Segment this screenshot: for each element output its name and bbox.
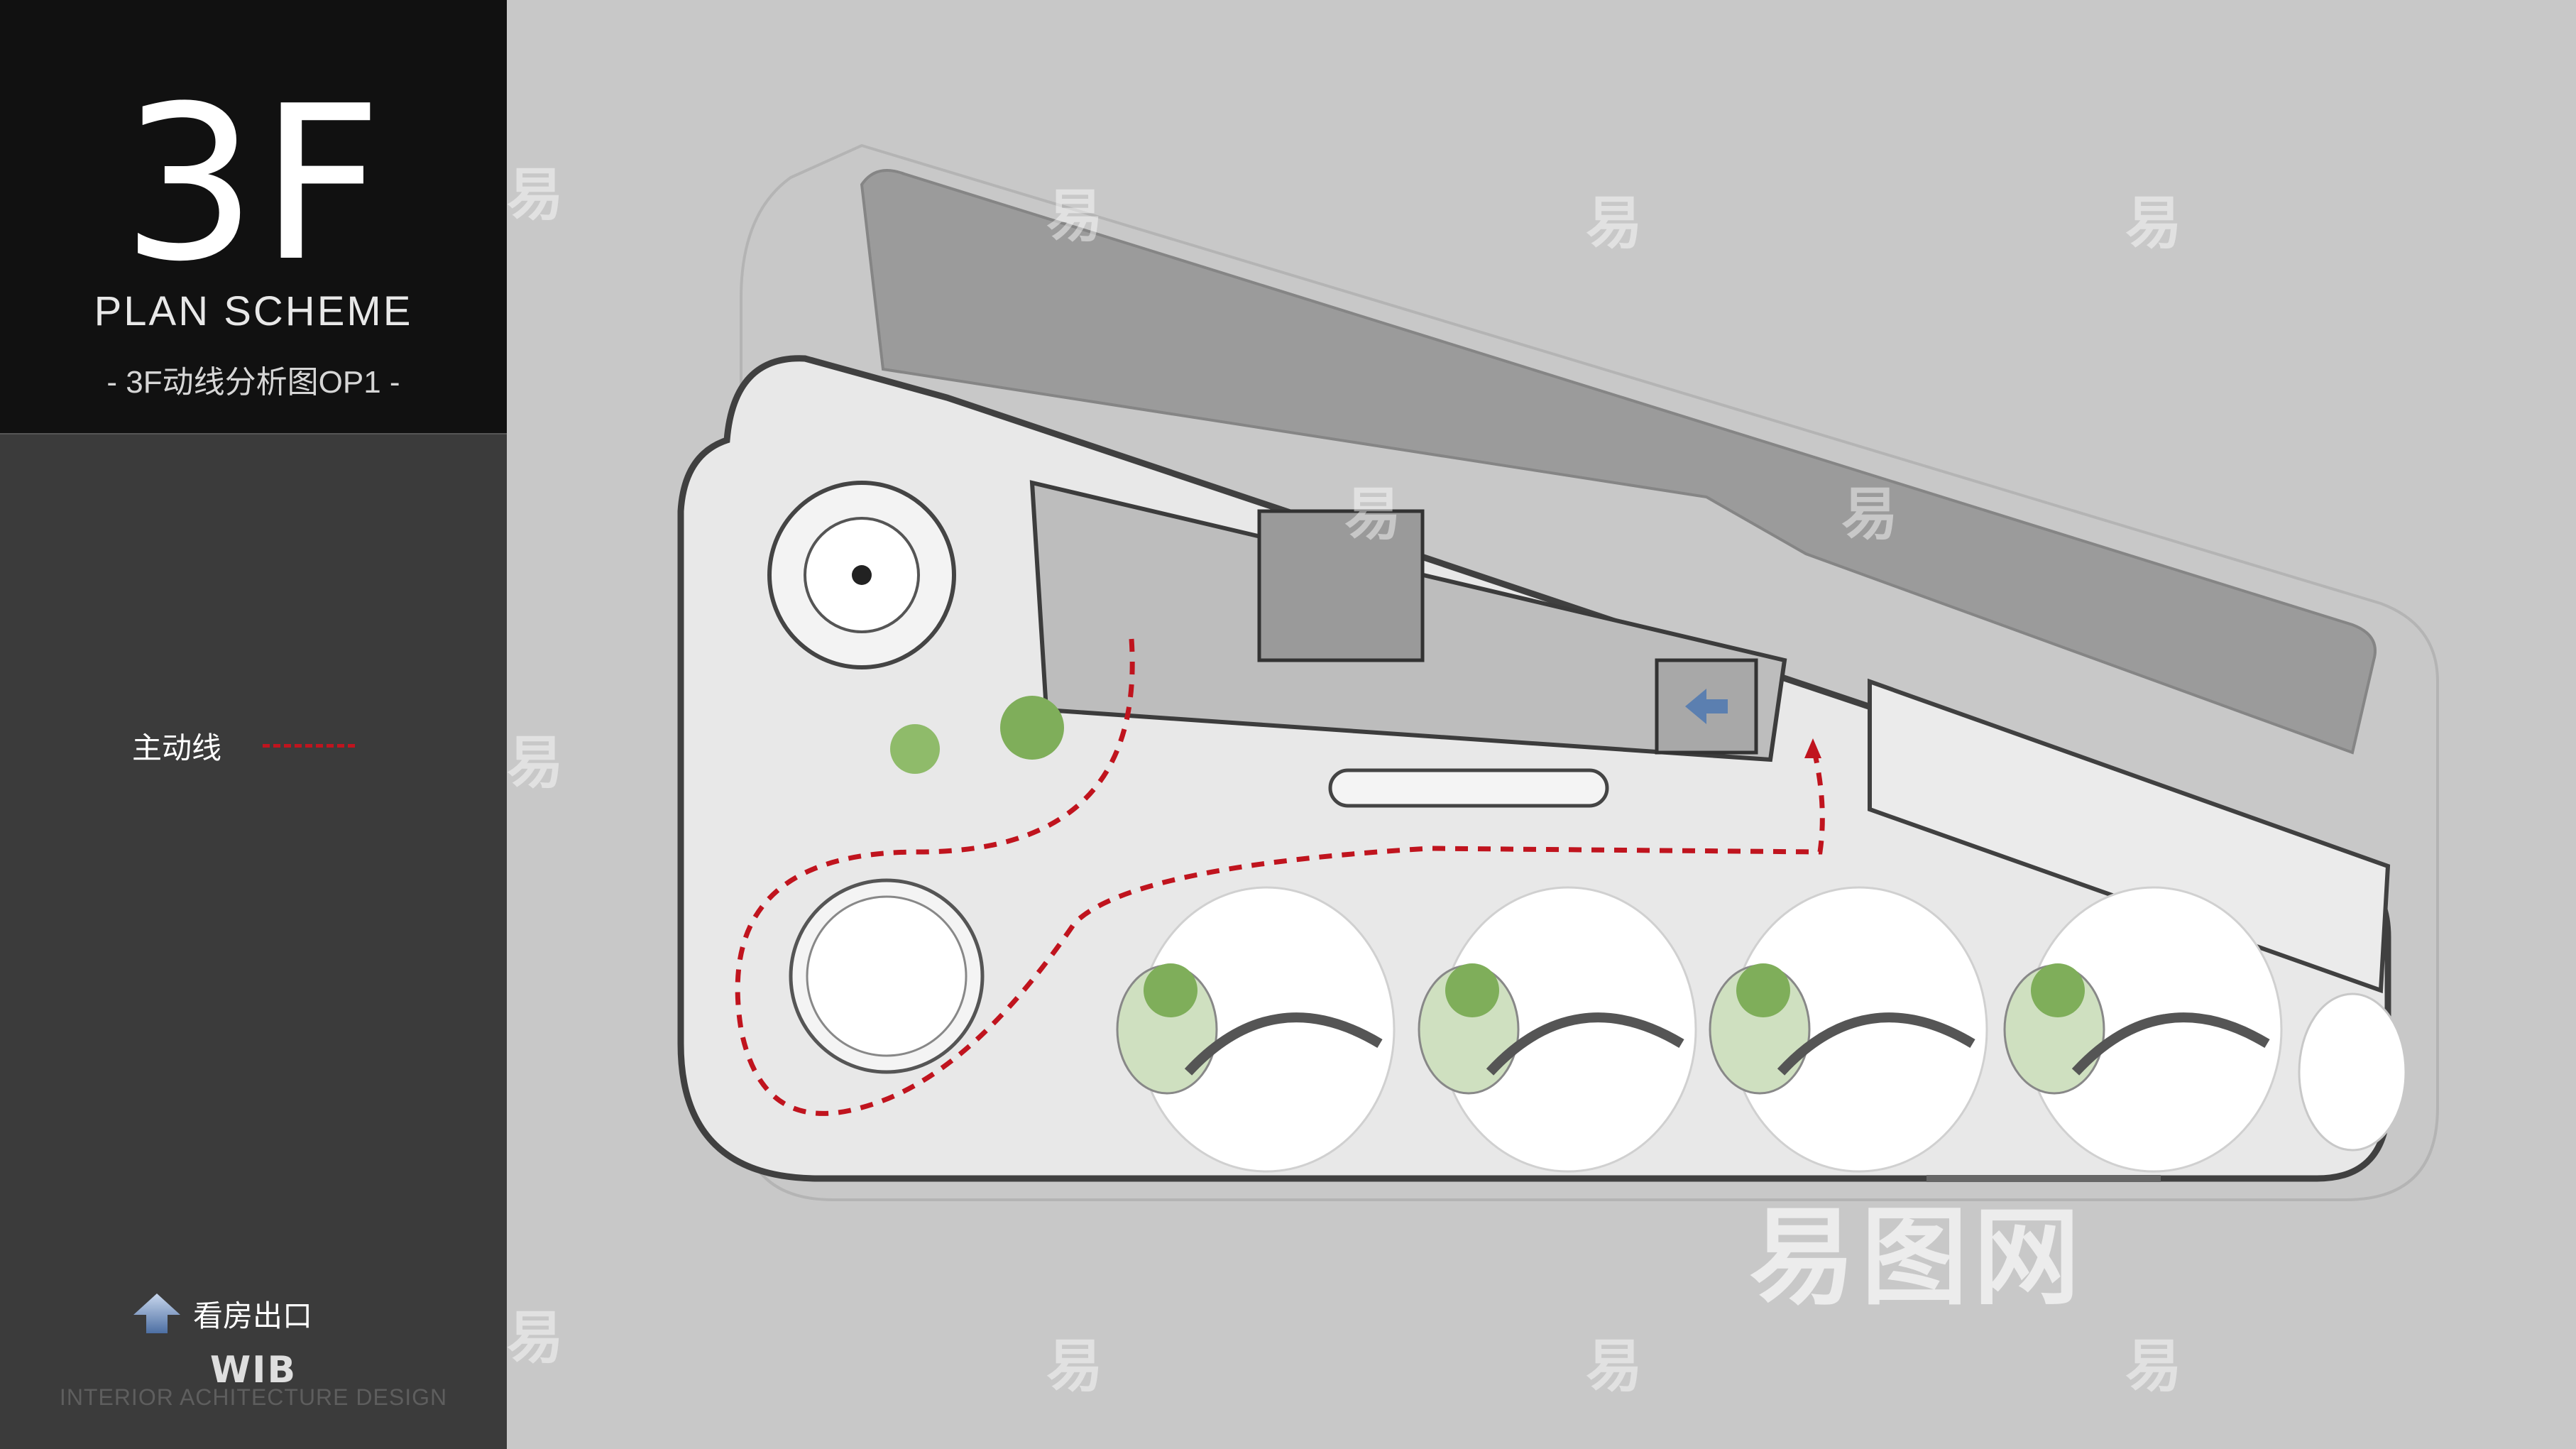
watermark-char: 易 xyxy=(507,731,564,794)
watermark-char: 易 xyxy=(1344,483,1401,546)
watermark-char: 易 xyxy=(1046,185,1103,248)
watermark-char: 易 xyxy=(1586,192,1643,255)
watermark-char: 易 xyxy=(1841,483,1898,546)
negotiation-pods xyxy=(1116,886,2283,1173)
watermark-char: 易 xyxy=(1046,1335,1103,1398)
floor-title: 3F xyxy=(121,60,385,308)
brand-tagline: INTERIOR ACHITECTURE DESIGN xyxy=(59,1384,448,1410)
watermark-big: 易图网 xyxy=(1749,1198,2086,1317)
plan-scheme-label: PLAN SCHEME xyxy=(94,288,413,334)
terrace-outline xyxy=(740,143,2439,1201)
title-block: 3F PLAN SCHEME - 3F动线分析图OP1 - xyxy=(0,0,507,434)
legend-exit-label: 看房出口 xyxy=(193,1298,313,1333)
legend-main-route-label: 主动线 xyxy=(132,731,222,765)
floor-plan: 易图网 易 易 易 易 易 易 易 易 易 易 易 xyxy=(507,0,2576,1449)
roof-band xyxy=(860,169,2377,755)
right-rooms xyxy=(1868,678,2391,994)
plan-subtitle: - 3F动线分析图OP1 - xyxy=(106,365,400,400)
main-route-line xyxy=(735,638,1825,1116)
exit-arrow-icon xyxy=(133,1294,180,1333)
legend-main-route: 主动线 xyxy=(132,724,356,767)
watermark-char: 易 xyxy=(2125,192,2182,255)
legend-route-line-icon xyxy=(263,743,356,748)
sidebar: 3F PLAN SCHEME - 3F动线分析图OP1 - 主动线 看房出口 W… xyxy=(0,0,507,1449)
brand-logo: WIB xyxy=(209,1349,297,1391)
plant-icon xyxy=(1000,696,1064,760)
stair-block xyxy=(1257,509,1425,662)
watermark-char: 易 xyxy=(1586,1335,1643,1398)
right-lounge xyxy=(2298,993,2407,1152)
legend-exit: 看房出口 xyxy=(132,1292,312,1335)
floor-plan-drawing xyxy=(677,143,2439,1201)
glass-wall xyxy=(1926,1175,2161,1182)
reception-counter xyxy=(1328,768,1609,808)
elevator-exit-arrow-icon xyxy=(1685,689,1728,724)
route-arrow-icon xyxy=(1804,738,1821,758)
watermark-char: 易 xyxy=(507,163,564,226)
watermark-char: 易 xyxy=(2125,1335,2182,1398)
watermark-char: 易 xyxy=(507,1306,564,1369)
plant-icon xyxy=(890,724,940,774)
